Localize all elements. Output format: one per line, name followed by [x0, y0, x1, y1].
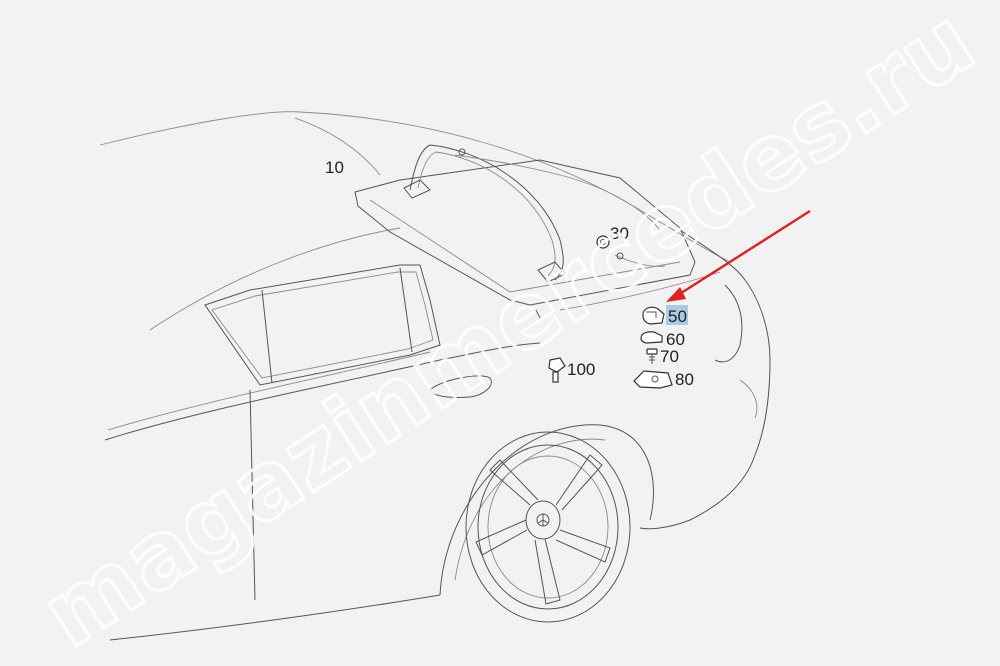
callout-50: 50	[668, 307, 687, 326]
callout-50-highlight	[666, 305, 688, 325]
callout-10: 10	[325, 158, 344, 177]
part-70-screw	[646, 348, 658, 364]
part-80-bracket	[633, 370, 673, 389]
callout-70: 70	[660, 347, 679, 366]
callout-60: 60	[666, 330, 685, 349]
callout-30: 30	[610, 224, 629, 243]
rear-wheel	[465, 431, 631, 623]
part-50-clip	[642, 306, 665, 325]
part-60-cap	[640, 331, 663, 344]
callout-100: 100	[567, 360, 595, 379]
callout-80: 80	[675, 370, 694, 389]
watermark-text: magazinmercedes.ru	[24, 0, 993, 666]
pointer-arrow	[666, 209, 811, 302]
part-100-bolt	[548, 357, 566, 383]
part-10-wind-deflector	[354, 144, 696, 319]
part-30-grommet	[596, 235, 610, 249]
